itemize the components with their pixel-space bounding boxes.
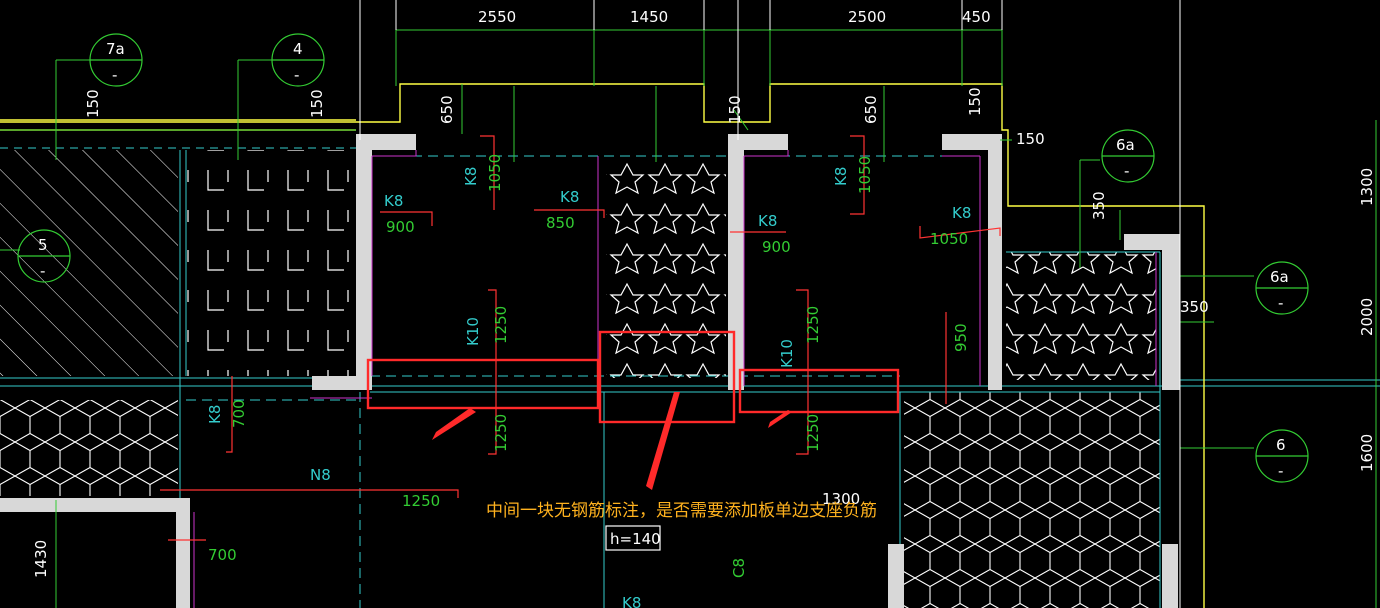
- dim-350-b: 350: [1180, 298, 1209, 316]
- rebar-k8-left-len: 900: [386, 218, 415, 236]
- dim-right-2000: 2000: [1358, 298, 1376, 336]
- rebar-k10-right-down: 1250: [804, 414, 822, 452]
- slab-thickness-label: h=140: [610, 530, 661, 548]
- axis-tag-6-top: 6: [1276, 436, 1286, 454]
- slab-thickness-box: [605, 525, 661, 551]
- dim-650-a: 650: [438, 95, 456, 124]
- axis-tag-7a-bottom: -: [112, 66, 117, 84]
- rebar-k8-left: K8: [384, 192, 403, 210]
- rebar-len-1300: 1300: [822, 490, 860, 508]
- rebar-k8-lt: K8: [462, 167, 480, 186]
- axis-tag-6a2-top: 6a: [1270, 268, 1289, 286]
- annotation-note: 中间一块无钢筋标注，是否需要添加板单边支座负筋: [486, 501, 877, 521]
- axis-tag-4-top: 4: [293, 40, 303, 58]
- rebar-k8-r1-top: K8: [832, 167, 850, 186]
- dim-150-d: 150: [966, 87, 984, 116]
- hatch-diagonal: [0, 150, 178, 376]
- dim-150-a: 150: [84, 89, 102, 118]
- rebar-k8-r1-top-len: 1050: [856, 156, 874, 194]
- rebar-k8-mid: K8: [560, 188, 579, 206]
- axis-tag-6a-top: 6a: [1116, 136, 1135, 154]
- dim-150-e: 150: [1016, 130, 1045, 148]
- rebar-k8-r1-len: 900: [762, 238, 791, 256]
- dim-right-1600: 1600: [1358, 434, 1376, 472]
- dim-right-1300: 1300: [1358, 168, 1376, 206]
- rebar-n8: N8: [310, 466, 331, 484]
- hatch-hex-right: [904, 392, 1160, 608]
- rebar-k10-left: K10: [464, 317, 482, 346]
- dim-150-c: 150: [726, 95, 744, 124]
- hatch-star-right: [1006, 252, 1156, 380]
- dim-top-2500: 2500: [848, 8, 886, 26]
- magenta-lines: [193, 150, 1157, 608]
- rebar-k8-lt-len: 1050: [486, 154, 504, 192]
- rebar-k8-lower: K8: [206, 405, 224, 424]
- hatch-star-mid: [606, 156, 726, 378]
- rebar-c8: C8: [730, 558, 748, 578]
- dim-350-a: 350: [1090, 191, 1108, 220]
- dim-top-1450: 1450: [630, 8, 668, 26]
- rebar-k10-right-len: 1250: [804, 306, 822, 344]
- axis-tag-5-top: 5: [38, 236, 48, 254]
- axis-tag-4-bottom: -: [294, 66, 299, 84]
- rebar-k10-right: K10: [778, 339, 796, 368]
- dim-top-450: 450: [962, 8, 991, 26]
- axis-tags: [17, 33, 1309, 483]
- grid-lines: [0, 147, 1380, 608]
- dim-side-1430: 1430: [32, 540, 50, 578]
- rebar-len-950: 950: [952, 323, 970, 352]
- walls: [0, 134, 1180, 608]
- rebar-k8-mid-len: 850: [546, 214, 575, 232]
- rebar-k8-r2: K8: [952, 204, 971, 222]
- rebar-len-700b: 700: [208, 546, 237, 564]
- dim-top-2550: 2550: [478, 8, 516, 26]
- hatch-lgrid: [186, 150, 354, 376]
- hatch-hex-left: [0, 400, 178, 496]
- rebar-k10-left-down: 1250: [492, 414, 510, 452]
- axis-tag-7a-top: 7a: [106, 40, 125, 58]
- rebar-k8-bottom: K8: [622, 594, 641, 608]
- axis-tag-6a-bottom: -: [1124, 162, 1129, 180]
- rebar-n8-len: 1250: [402, 492, 440, 510]
- dim-650-b: 650: [862, 95, 880, 124]
- rebar-k8-r2-len: 1050: [930, 230, 968, 248]
- top-dimension-lines: [359, 0, 1181, 608]
- callout-arrows: [432, 392, 792, 490]
- rebar-lines: [160, 135, 1001, 541]
- rebar-k8-r1: K8: [758, 212, 777, 230]
- axis-tag-6-bottom: -: [1278, 462, 1283, 480]
- axis-tag-6a2-bottom: -: [1278, 294, 1283, 312]
- rebar-k8-lower-len: 700: [230, 399, 248, 428]
- rebar-k10-left-len: 1250: [492, 306, 510, 344]
- dim-150-b: 150: [308, 89, 326, 118]
- dimension-lines: [0, 24, 1377, 608]
- axis-tag-5-bottom: -: [40, 262, 45, 280]
